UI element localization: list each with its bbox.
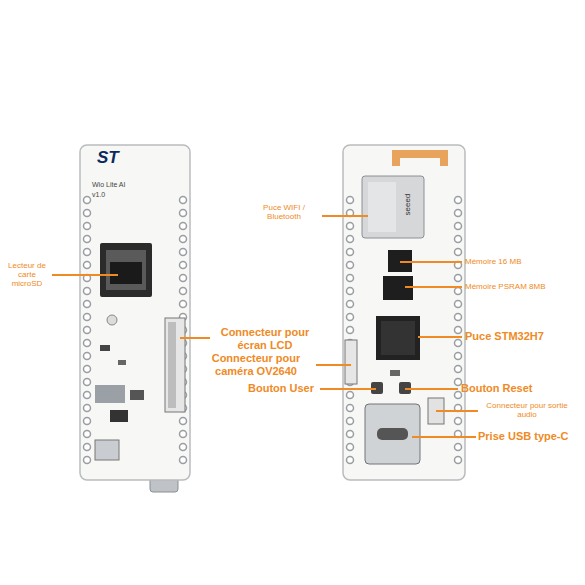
- callout-label: Connecteur pour caméra OV2640: [198, 352, 314, 377]
- leader-lines: [52, 216, 478, 437]
- callout-label: Connecteur pour sortie audio: [481, 401, 573, 419]
- board-text: v1.0: [92, 191, 122, 199]
- logo-text: ST: [97, 148, 137, 168]
- callout-label: Mémoire 16 MB: [465, 257, 555, 266]
- board-text: Wio Lite AI: [92, 181, 152, 189]
- callout-label: Prise USB type-C: [478, 430, 582, 443]
- right-board: [343, 145, 465, 480]
- callout-label: Bouton User: [248, 382, 318, 395]
- left-board: [80, 145, 190, 492]
- callout-label: Puce WIFI / Bluetooth: [248, 203, 320, 221]
- module-text: seeed: [403, 185, 412, 225]
- callout-label: Lecteur de carte microSD: [4, 261, 50, 289]
- callout-label: Mémoire PSRAM 8MB: [465, 282, 565, 291]
- callout-label: Bouton Reset: [461, 382, 561, 395]
- callout-label: Puce STM32H7: [465, 330, 565, 343]
- callout-label: Connecteur pour écran LCD: [213, 326, 317, 351]
